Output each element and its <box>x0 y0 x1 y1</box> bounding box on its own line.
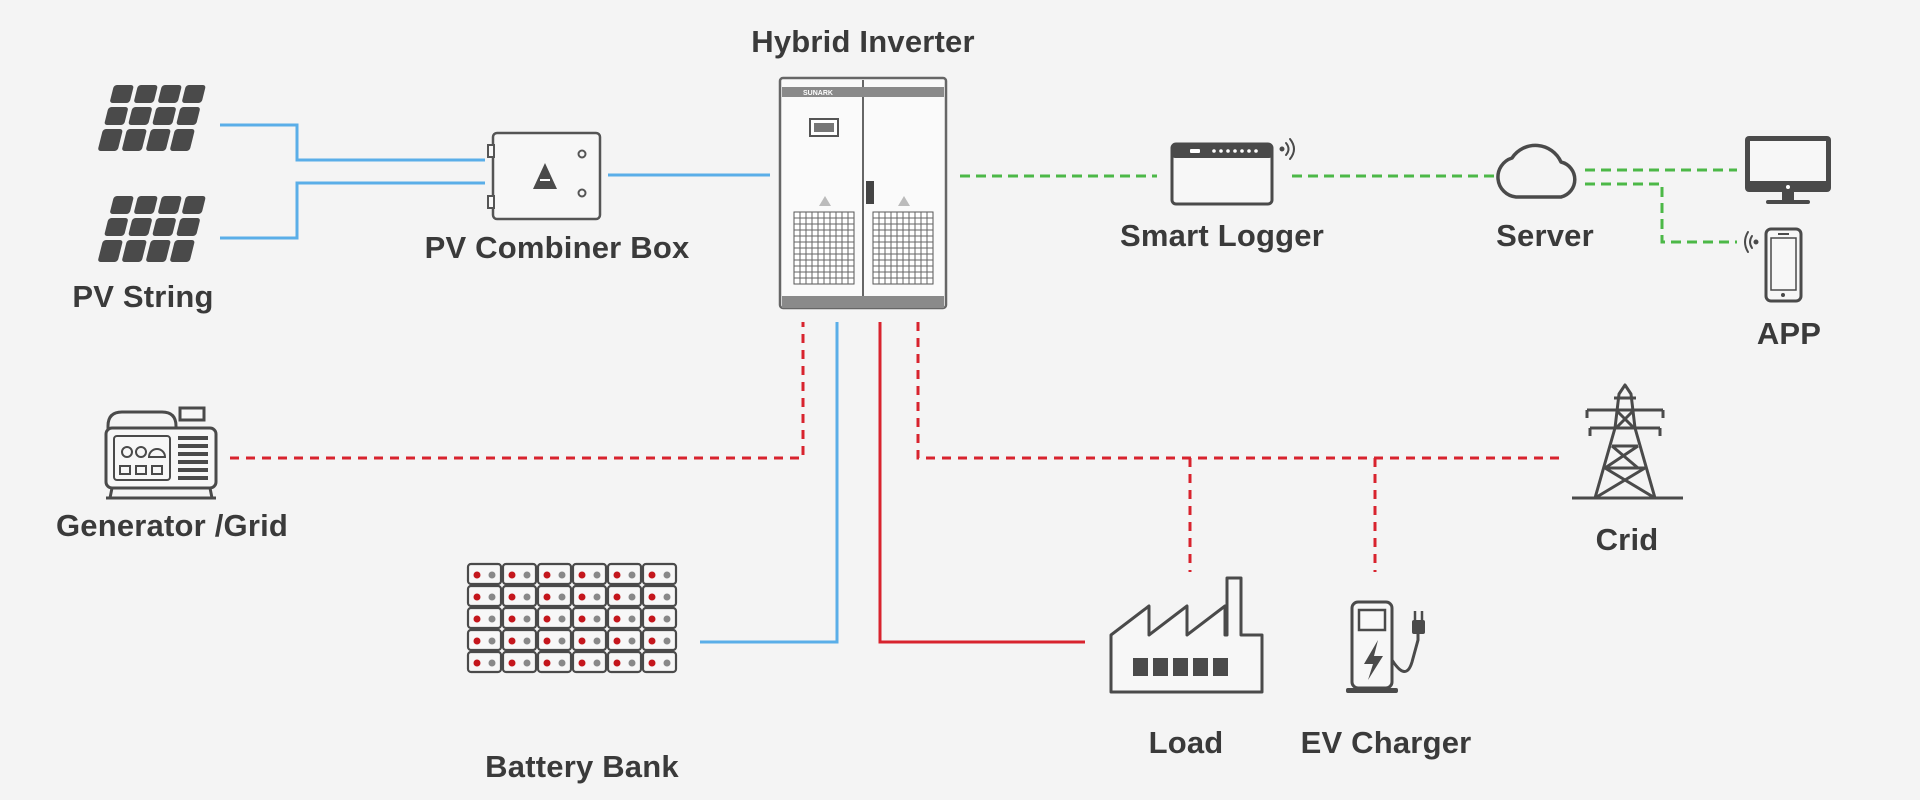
battery-bank-icon <box>466 562 678 674</box>
smart-logger-label: Smart Logger <box>1120 218 1324 253</box>
battery-to-inverter-line <box>700 322 839 644</box>
grid-label: Crid <box>1595 522 1659 557</box>
app-label: APP <box>1756 316 1822 351</box>
ac-connections <box>230 322 1565 644</box>
data-logger-icon <box>1170 138 1295 206</box>
battery-bank-label: Battery Bank <box>485 749 679 784</box>
pv-string-label: PV String <box>72 279 214 314</box>
inverter-cabinet-icon: SUNARK <box>778 76 948 310</box>
load-solid-line <box>878 322 1085 644</box>
cloud-icon <box>1496 143 1577 199</box>
combiner-box-icon <box>487 131 602 221</box>
pv-combiner-box-label: PV Combiner Box <box>424 230 690 265</box>
generator-grid-label: Generator /Grid <box>55 508 289 543</box>
pv-string-2-line <box>220 181 485 240</box>
transmission-tower-icon <box>1572 383 1683 500</box>
server-to-app-line <box>1585 182 1737 244</box>
comm-connections <box>960 168 1737 244</box>
pv-string-1-line <box>220 123 485 162</box>
monitor-icon <box>1745 136 1831 204</box>
smartphone-icon <box>1744 227 1803 303</box>
load-label: Load <box>1148 725 1224 760</box>
generator-icon <box>104 406 218 500</box>
inverter-brand-text: SUNARK <box>803 90 833 97</box>
factory-icon <box>1109 576 1264 694</box>
ev-charger-label: EV Charger <box>1300 725 1472 760</box>
server-label: Server <box>1496 218 1594 253</box>
dc-connections <box>220 123 839 644</box>
generator-line <box>230 322 805 460</box>
ev-charger-icon <box>1346 600 1425 693</box>
grid-bus-line <box>916 322 1565 460</box>
hybrid-inverter-label: Hybrid Inverter <box>751 24 975 59</box>
solar-panel-icon <box>98 85 206 151</box>
solar-panel-icon <box>98 196 206 262</box>
